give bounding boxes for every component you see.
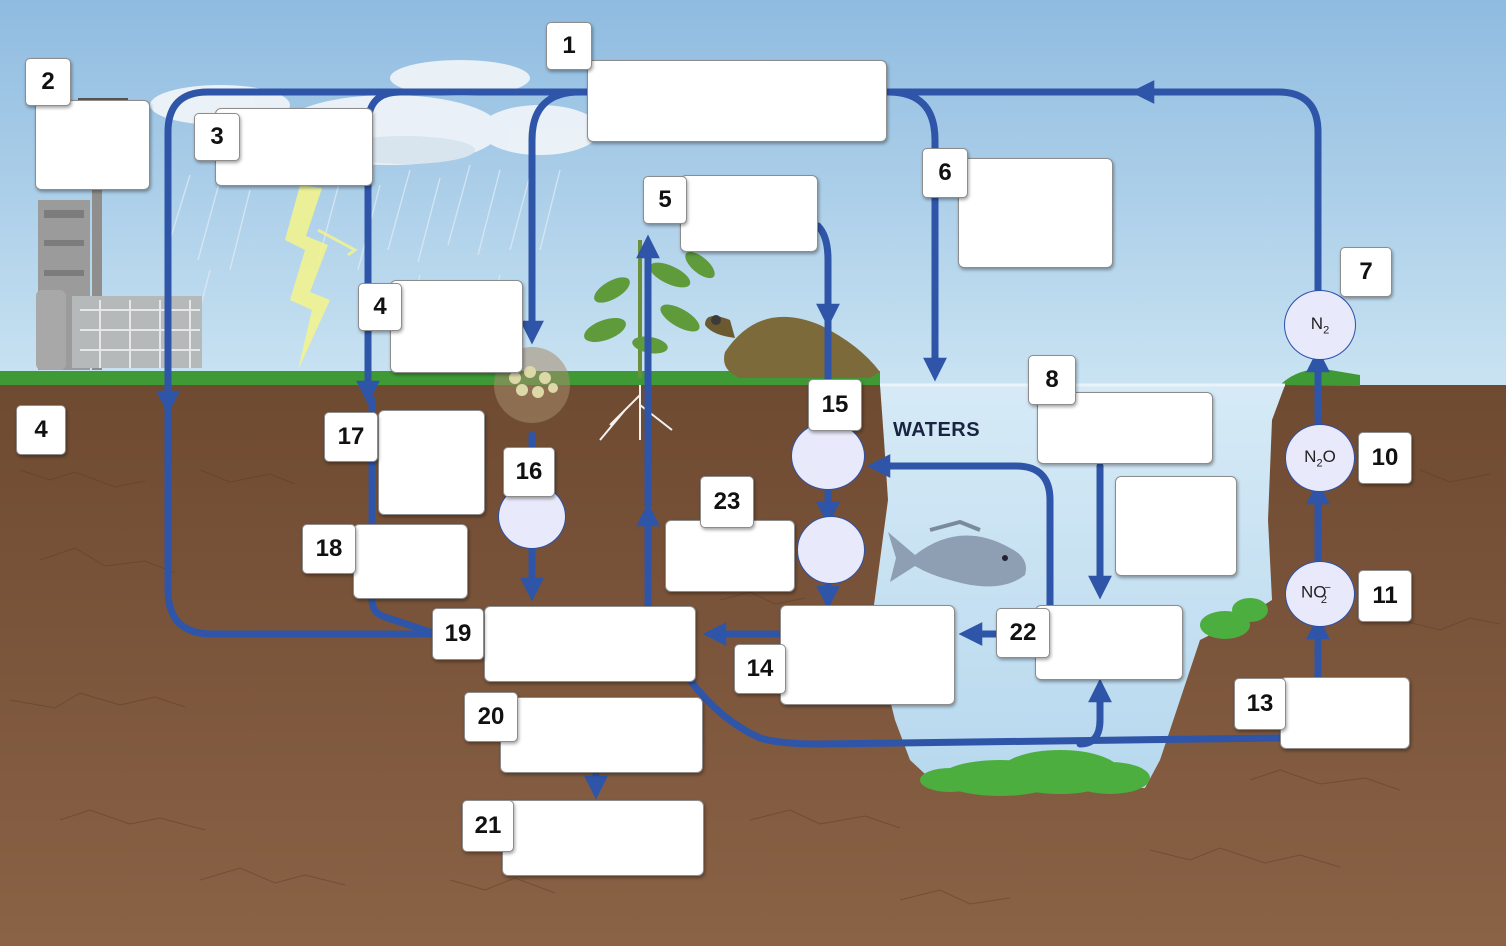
answer-box-6[interactable] — [958, 158, 1113, 268]
number-label-8: 8 — [1028, 355, 1076, 405]
number-label-13: 13 — [1234, 678, 1286, 730]
number-label-16: 16 — [503, 447, 555, 497]
circle-15b[interactable] — [797, 516, 865, 584]
number-label-19: 19 — [432, 608, 484, 660]
circle-n2: N2 — [1284, 290, 1356, 360]
circle-no2: NO−2 — [1285, 561, 1355, 627]
circle-15[interactable] — [791, 422, 865, 490]
answer-box-9[interactable] — [1115, 476, 1237, 576]
number-label-6: 6 — [922, 148, 968, 198]
number-label-2: 2 — [25, 58, 71, 106]
answer-box-13[interactable] — [1280, 677, 1410, 749]
number-label-1: 1 — [546, 22, 592, 70]
answer-box-23[interactable] — [665, 520, 795, 592]
number-label-10: 10 — [1358, 432, 1412, 484]
answer-box-4[interactable] — [390, 280, 523, 373]
answer-box-22[interactable] — [1035, 605, 1183, 680]
no2-label: NO−2 — [1301, 582, 1339, 605]
answer-box-20[interactable] — [500, 697, 703, 773]
answer-box-1[interactable] — [587, 60, 887, 142]
waters-label: WATERS — [893, 419, 980, 442]
answer-box-19[interactable] — [484, 606, 696, 682]
number-label-23: 23 — [700, 476, 754, 528]
number-label-3: 3 — [194, 113, 240, 161]
number-label-18: 18 — [302, 524, 356, 574]
number-label-14: 14 — [734, 644, 786, 694]
number-label-17: 17 — [324, 412, 378, 462]
number-label-11: 11 — [1358, 570, 1412, 622]
number-label-20: 20 — [464, 692, 518, 742]
answer-box-18[interactable] — [353, 524, 468, 599]
answer-box-2[interactable] — [35, 100, 150, 190]
circle-n2o: N2O — [1285, 424, 1355, 492]
n2o-label: N2O — [1304, 447, 1336, 469]
number-label-15: 15 — [808, 379, 862, 431]
answer-box-14[interactable] — [780, 605, 955, 705]
n2-label: N2 — [1311, 314, 1329, 336]
number-label-7: 7 — [1340, 247, 1392, 297]
number-label-4-left: 4 — [16, 405, 66, 455]
number-label-22: 22 — [996, 608, 1050, 658]
answer-box-5[interactable] — [680, 175, 818, 252]
number-label-21: 21 — [462, 800, 514, 852]
number-label-5: 5 — [643, 176, 687, 224]
answer-box-21[interactable] — [502, 800, 704, 876]
answer-box-17[interactable] — [378, 410, 485, 515]
number-label-4: 4 — [358, 283, 402, 331]
